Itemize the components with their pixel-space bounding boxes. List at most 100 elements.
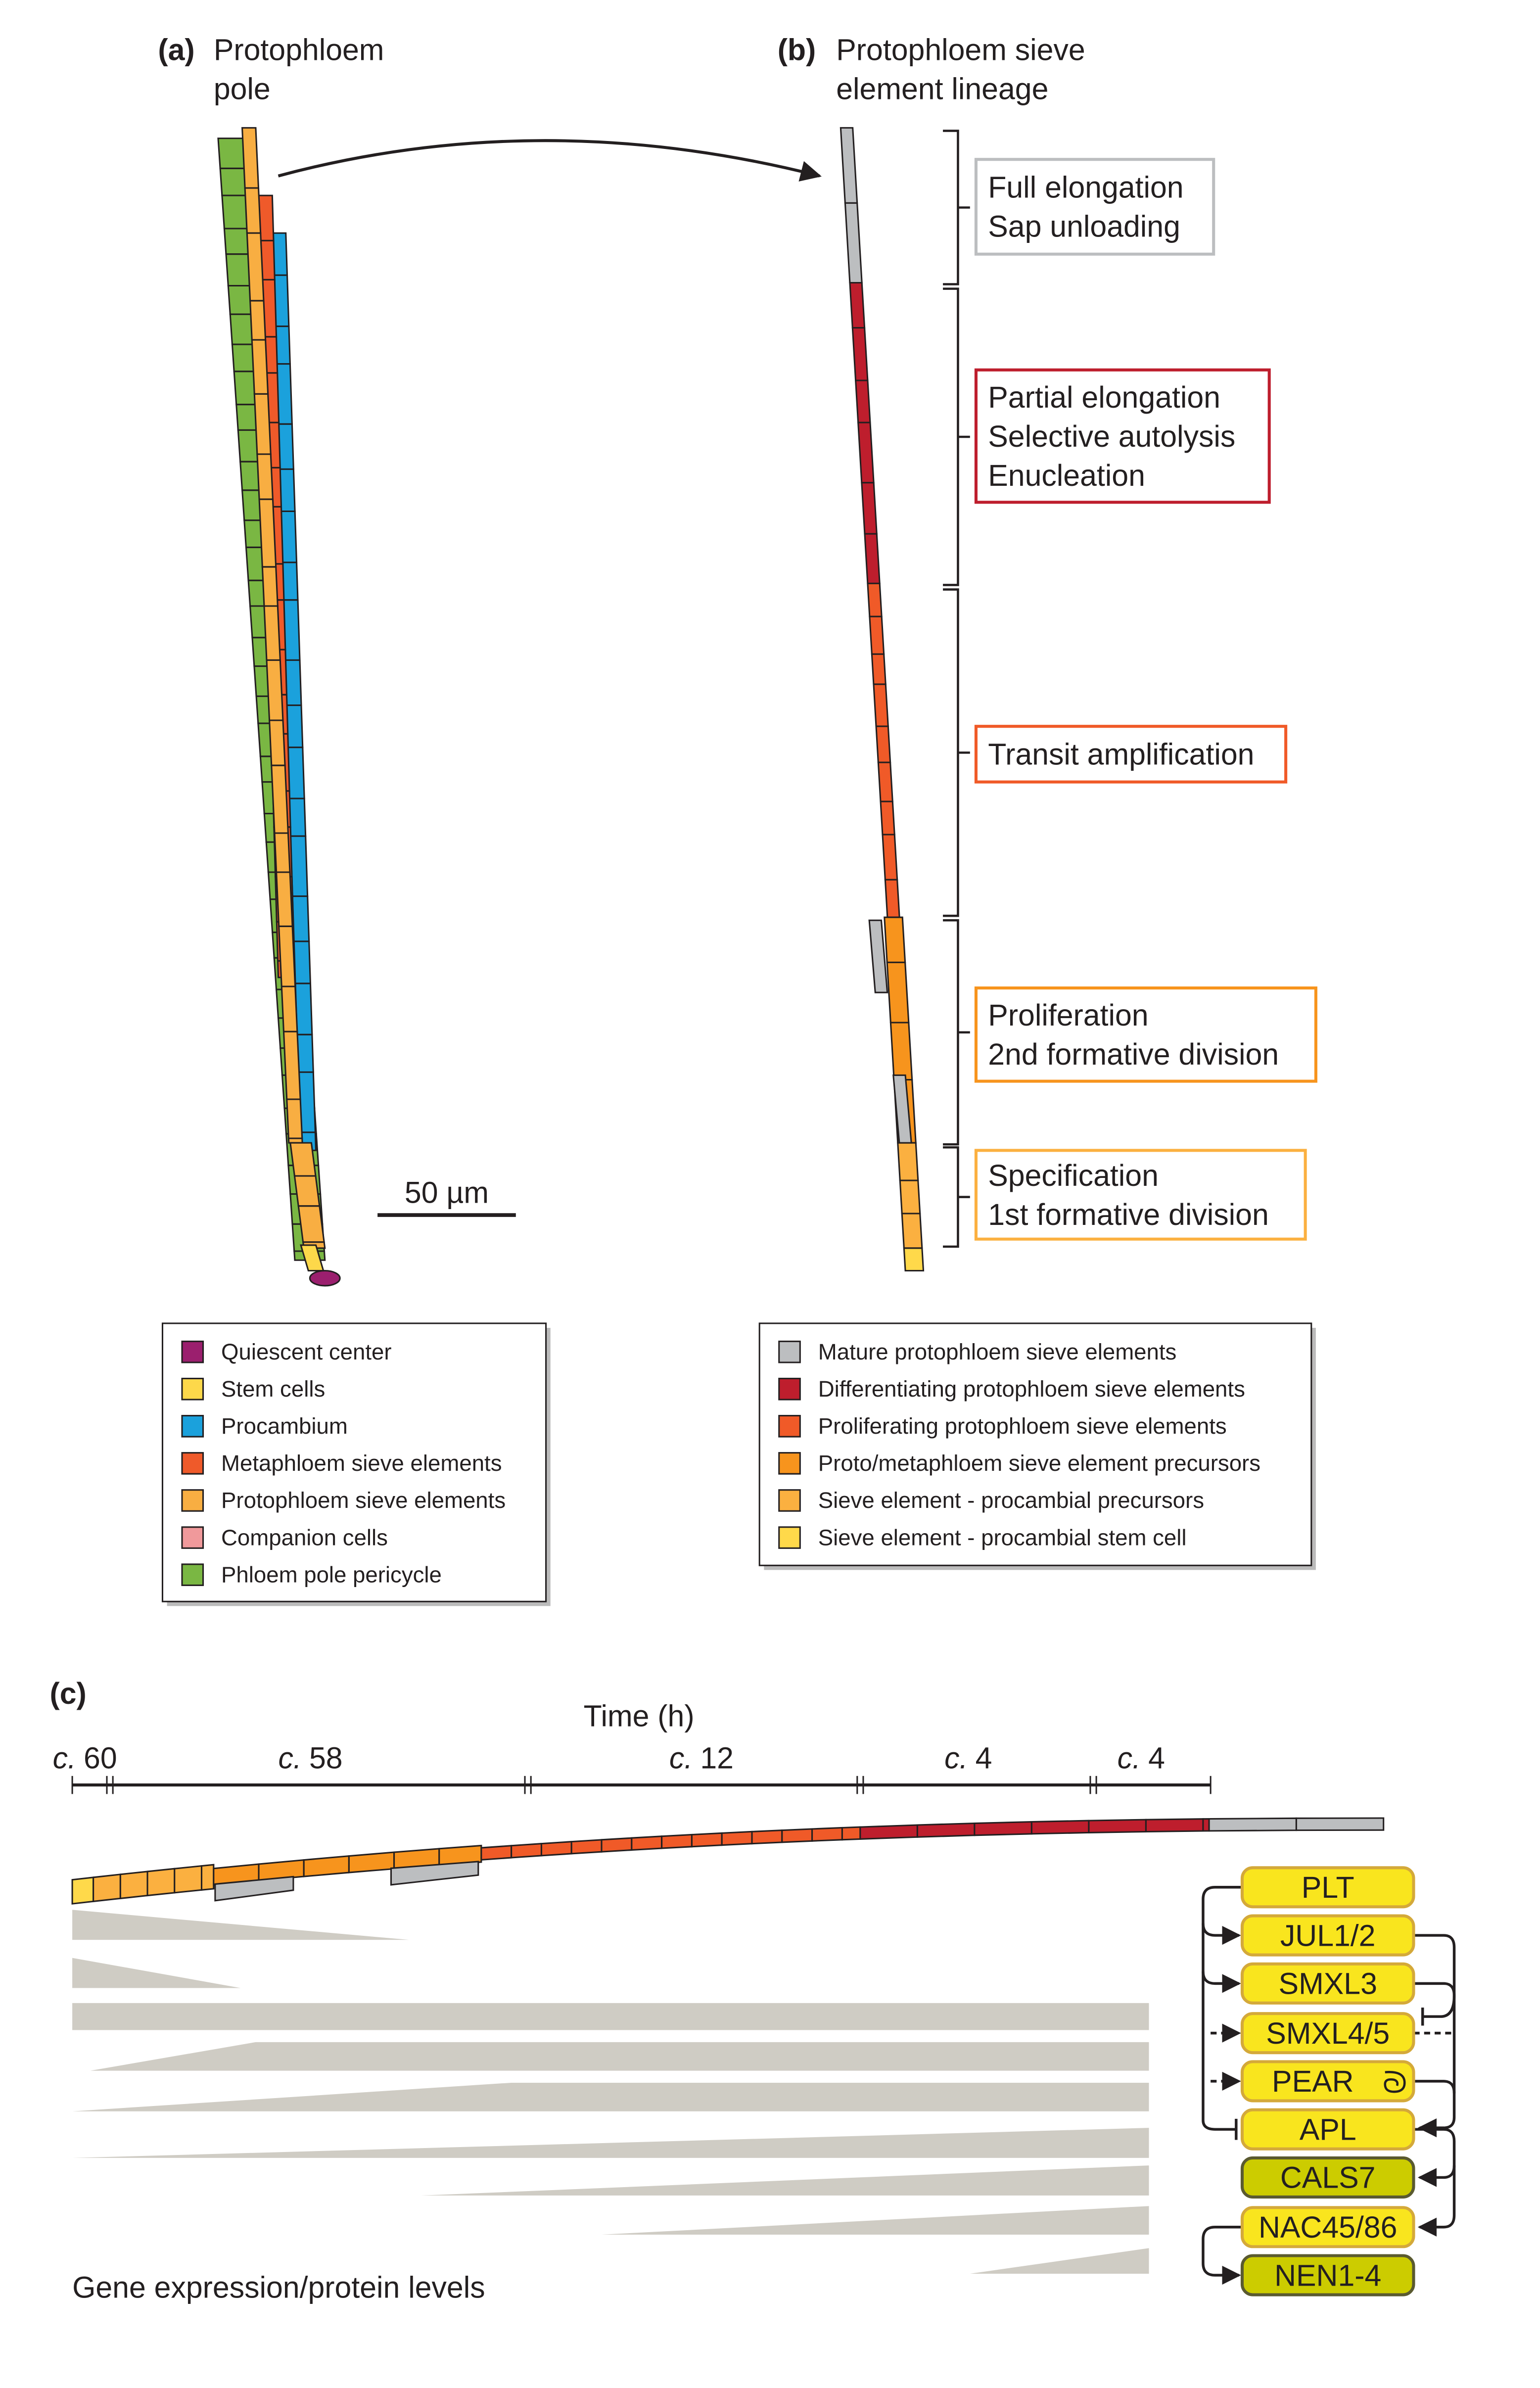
duration-value: 12 (700, 1741, 734, 1775)
gene-node-apl: APL (1240, 2108, 1415, 2151)
strip-cell (601, 1837, 633, 1853)
legend-label: Procambium (221, 1413, 348, 1439)
lineage-cell (875, 725, 891, 763)
stage-label: 2nd formative division (988, 1037, 1279, 1071)
duration-prefix: c. (1118, 1741, 1141, 1775)
protophloem-cell (246, 232, 265, 302)
strip-cell (1030, 1820, 1090, 1835)
lineage-cell (884, 879, 900, 918)
protophloem-cell (282, 1030, 301, 1100)
panel-a-heading: (a) Protophloem pole (158, 33, 384, 106)
protophloem-cell (276, 871, 293, 927)
scale-bar-label: 50 µm (405, 1176, 489, 1210)
lineage-cell (861, 482, 878, 535)
gene-node-nen14: NEN1-4 (1240, 2254, 1415, 2296)
stage-label: Partial elongation (988, 380, 1220, 414)
lineage-cell (851, 327, 869, 381)
expression-profile-pear (72, 2082, 1149, 2111)
strip-cell (119, 1871, 148, 1900)
strip-cell (438, 1844, 482, 1866)
strip-cell (303, 1855, 350, 1877)
legend-swatch (778, 1377, 801, 1401)
gene-box (1240, 1914, 1415, 1957)
stage-box (974, 986, 1317, 1083)
network-edge (1413, 1982, 1456, 2026)
procambium-cell (293, 940, 312, 984)
legend-label: Metaphloem sieve elements (221, 1451, 502, 1476)
legend-swatch (181, 1377, 204, 1401)
lineage-cell (897, 1142, 919, 1181)
gene-box (1240, 2012, 1415, 2055)
expression-profile-nen14 (970, 2248, 1149, 2274)
network-edge (1413, 2080, 1456, 2094)
lineage-cell (899, 1179, 921, 1215)
scale-bar: 50 µm (377, 1176, 516, 1217)
strip-cell (721, 1830, 753, 1846)
duration-prefix: c. (279, 1741, 302, 1775)
stage-bracket (943, 919, 970, 1146)
protophloem-cell (251, 339, 269, 395)
gene-box (1240, 2206, 1415, 2248)
gene-box (1240, 2156, 1415, 2199)
network-edge (1202, 1971, 1241, 1993)
strip-cell (751, 1829, 783, 1845)
protophloem-cell (266, 659, 284, 721)
duration-value: 58 (309, 1741, 343, 1775)
duration-prefix: c. (53, 1741, 76, 1775)
strip-side-cell (390, 1861, 479, 1886)
legend-label: Phloem pole pericycle (221, 1562, 442, 1587)
panel-b-title-line1: Protophloem sieve (836, 33, 1085, 67)
network-edge (1413, 1934, 1456, 2138)
lineage-cell (864, 533, 881, 584)
legend-label: Protophloem sieve elements (221, 1488, 506, 1513)
legend-lineage: Mature protophloem sieve elementsDiffere… (758, 1322, 1316, 1570)
stage-bracket (943, 130, 970, 285)
legend-label: Quiescent center (221, 1339, 392, 1364)
gene-label: SMXL4/5 (1266, 2016, 1390, 2050)
gene-label: NAC45/86 (1259, 2210, 1397, 2244)
expression-profiles (72, 1910, 1149, 2274)
stage-label: Sap unloading (988, 210, 1180, 243)
stage-label: Transit amplification (988, 738, 1254, 771)
strip-cell (540, 1841, 572, 1857)
panel-b-title-line2: element lineage (836, 72, 1048, 106)
legend-swatch (181, 1340, 204, 1363)
network-edge (1202, 1923, 1241, 1945)
protophloem-cell (263, 605, 281, 661)
legend-swatch (181, 1415, 204, 1438)
strip-cell (841, 1826, 861, 1841)
strip-cell (811, 1826, 843, 1842)
legend-swatch (778, 1526, 801, 1549)
strip-cell (480, 1845, 513, 1861)
protophloem-cell (249, 300, 267, 341)
lineage-cell (886, 961, 910, 1024)
protophloem-cell (253, 393, 272, 455)
expression-profile-smxl3 (72, 2003, 1149, 2030)
horizontal-lineage-strip (71, 1817, 1385, 1905)
strip-cell (1208, 1817, 1297, 1832)
gene-box (1240, 2254, 1415, 2296)
expression-profile-cals7 (421, 2165, 1149, 2196)
time-axis-label: Time (h) (584, 1699, 695, 1733)
lineage-cell (867, 582, 883, 617)
gene-label: APL (1300, 2112, 1356, 2146)
strip-cell (1295, 1817, 1385, 1831)
legend-swatch (181, 1489, 204, 1512)
protophloem-cell (268, 719, 286, 766)
gene-node-smxl45: SMXL4/5 (1240, 2012, 1415, 2055)
strip-cell (916, 1822, 976, 1838)
lineage-cell (854, 379, 871, 423)
stage-bracket (943, 1146, 970, 1248)
expression-profile-smxl45 (90, 2042, 1149, 2071)
quiescent-center-cell (309, 1270, 341, 1287)
panel-a-letter: (a) (158, 33, 194, 67)
protophloem-cell (289, 1142, 317, 1177)
procambium-cell (289, 835, 309, 897)
protophloem-cell (271, 764, 289, 834)
strip-cell (348, 1851, 395, 1873)
